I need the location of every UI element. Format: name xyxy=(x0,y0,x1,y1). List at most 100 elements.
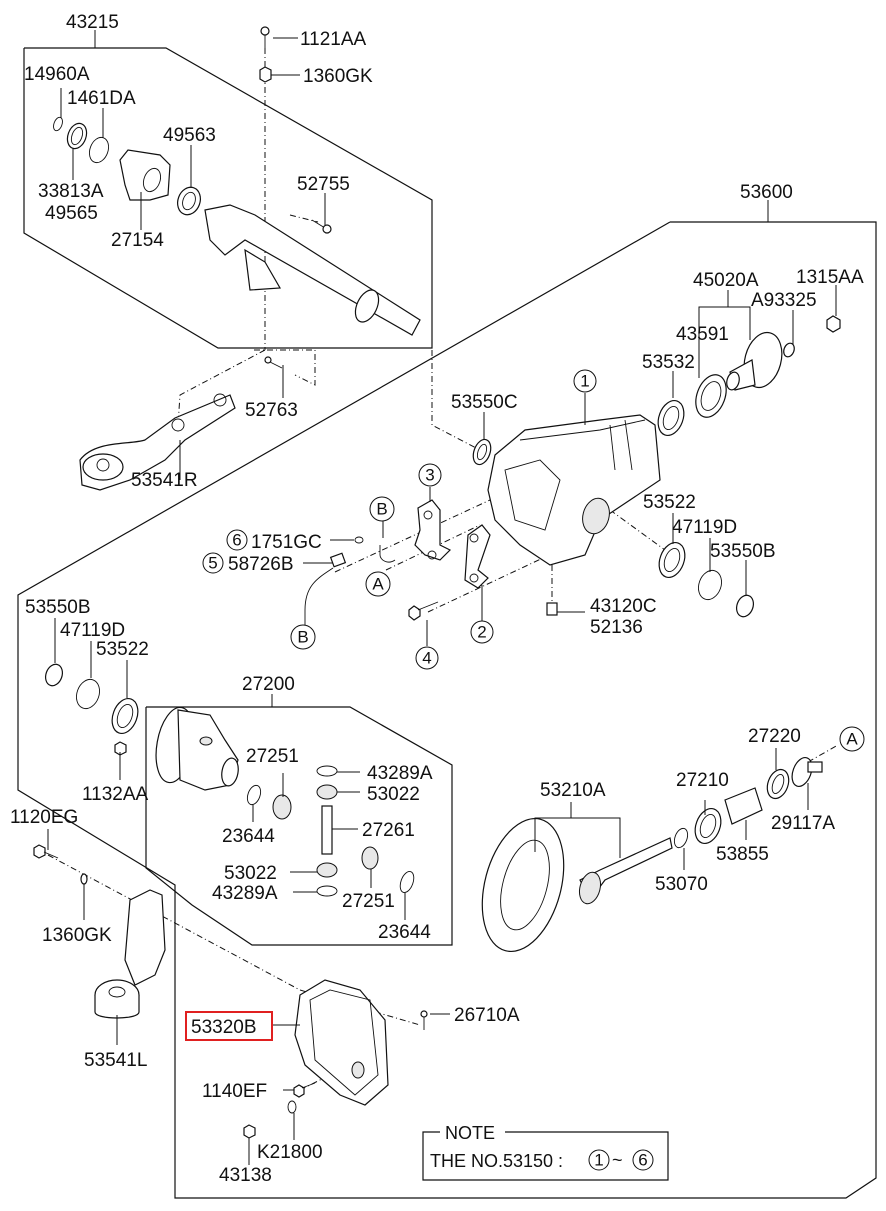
label-43289A-b[interactable]: 43289A xyxy=(212,883,278,904)
label-1140EF[interactable]: 1140EF xyxy=(202,1081,267,1102)
breather-58726B[interactable] xyxy=(304,552,347,625)
side-gear-27251-b[interactable] xyxy=(361,846,379,870)
ref-marker-2[interactable]: 2 xyxy=(470,620,494,644)
label-53550B-right[interactable]: 53550B xyxy=(710,541,776,562)
oil-seal-33813A[interactable] xyxy=(64,121,90,152)
label-43120C[interactable]: 43120C xyxy=(590,596,657,617)
label-43289A-a[interactable]: 43289A xyxy=(367,763,433,784)
hose-B[interactable] xyxy=(379,545,396,563)
bearing-49563[interactable] xyxy=(174,184,204,218)
ref-marker-B-top[interactable]: B xyxy=(369,496,395,522)
group-label-27200[interactable]: 27200 xyxy=(242,674,295,695)
housing-27154[interactable] xyxy=(119,149,171,201)
label-1132AA[interactable]: 1132AA xyxy=(82,784,149,805)
label-27210[interactable]: 27210 xyxy=(676,770,729,791)
bearing-cap-3[interactable] xyxy=(414,499,452,561)
deflector-43591[interactable] xyxy=(690,371,731,422)
label-K21800[interactable]: K21800 xyxy=(257,1142,323,1163)
nut-43138[interactable] xyxy=(243,1124,256,1139)
bolt-4[interactable] xyxy=(408,601,439,621)
snap-ring-14960A[interactable] xyxy=(52,116,64,132)
bolt-1140EF[interactable] xyxy=(293,1082,316,1098)
label-49563[interactable]: 49563 xyxy=(163,125,216,146)
group-label-43215[interactable]: 43215 xyxy=(66,12,119,33)
label-1121AA[interactable]: 1121AA xyxy=(300,29,367,50)
label-43591[interactable]: 43591 xyxy=(676,324,729,345)
ring-pinion-gear-53210A[interactable] xyxy=(469,809,673,960)
label-52763[interactable]: 52763 xyxy=(245,400,298,421)
ref-marker-B-bottom[interactable]: B xyxy=(290,624,316,650)
label-27220[interactable]: 27220 xyxy=(748,726,801,747)
label-53022-a[interactable]: 53022 xyxy=(367,784,420,805)
label-58726B[interactable]: 58726B xyxy=(228,554,294,575)
label-53550B-left[interactable]: 53550B xyxy=(25,597,91,618)
carrier-housing-1[interactable] xyxy=(487,414,661,566)
label-1751GC[interactable]: 1751GC xyxy=(251,532,322,553)
plug-43120C[interactable] xyxy=(546,602,558,616)
oil-seal-53550B-left[interactable] xyxy=(43,662,66,688)
bolt-1121AA[interactable] xyxy=(260,26,270,48)
companion-flange-45020A[interactable] xyxy=(725,328,788,391)
nut-1360GK-bottom[interactable] xyxy=(80,873,88,885)
label-27154[interactable]: 27154 xyxy=(111,230,164,251)
nut-1360GK-top[interactable] xyxy=(259,66,272,83)
bolt-52763[interactable] xyxy=(264,356,283,369)
oil-seal-53550B-right[interactable] xyxy=(734,593,757,619)
mount-arm-53541R[interactable] xyxy=(79,393,236,491)
o-ring-47119D-left[interactable] xyxy=(73,676,104,712)
label-53522-right[interactable]: 53522 xyxy=(643,492,696,513)
nut-1315AA[interactable] xyxy=(826,315,841,333)
bearing-27210[interactable] xyxy=(691,805,726,847)
bolt-1120EG[interactable] xyxy=(33,844,59,859)
ref-marker-6[interactable]: 6 xyxy=(226,529,248,551)
group-label-53600[interactable]: 53600 xyxy=(740,182,793,203)
label-23644-b[interactable]: 23644 xyxy=(378,922,431,943)
label-43138[interactable]: 43138 xyxy=(219,1165,272,1186)
ref-marker-3[interactable]: 3 xyxy=(418,463,442,487)
collapsible-spacer-53855[interactable] xyxy=(724,787,763,825)
label-53022-b[interactable]: 53022 xyxy=(224,863,277,884)
label-53070[interactable]: 53070 xyxy=(655,874,708,895)
washer-K21800[interactable] xyxy=(287,1100,297,1114)
label-26710A[interactable]: 26710A xyxy=(454,1005,520,1026)
rear-cover-53320B[interactable] xyxy=(294,979,389,1106)
label-27251-b[interactable]: 27251 xyxy=(342,891,395,912)
washer-A93325[interactable] xyxy=(782,342,796,359)
label-53541R[interactable]: 53541R xyxy=(131,470,198,491)
ref-marker-4[interactable]: 4 xyxy=(415,646,439,670)
label-23644-a[interactable]: 23644 xyxy=(222,826,275,847)
shim-29117A[interactable] xyxy=(788,755,823,789)
label-33813A[interactable]: 33813A xyxy=(38,181,104,202)
oil-seal-53550C[interactable] xyxy=(470,437,494,467)
label-14960A[interactable]: 14960A xyxy=(24,64,90,85)
label-47119D-right[interactable]: 47119D xyxy=(672,517,737,538)
thrust-washer-23644-b[interactable] xyxy=(398,870,417,895)
ref-marker-A-right[interactable]: A xyxy=(839,726,865,752)
ref-marker-5[interactable]: 5 xyxy=(202,552,224,574)
bearing-cap-2[interactable] xyxy=(464,524,491,589)
label-1360GK-top[interactable]: 1360GK xyxy=(303,66,373,87)
label-1315AA[interactable]: 1315AA xyxy=(796,267,864,288)
oil-seal-53522-right[interactable] xyxy=(655,539,690,581)
pinion-gear-53022-b[interactable] xyxy=(316,862,338,878)
label-49565[interactable]: 49565 xyxy=(45,203,98,224)
o-ring-47119D-right[interactable] xyxy=(695,567,726,603)
differential-case[interactable] xyxy=(151,704,241,791)
bolt-52755[interactable] xyxy=(311,219,332,234)
bolt-26710A[interactable] xyxy=(420,1010,428,1030)
thrust-washer-23644-a[interactable] xyxy=(245,784,263,807)
label-53320B[interactable]: 53320B xyxy=(191,1017,257,1038)
label-45020A[interactable]: 45020A xyxy=(693,270,759,291)
label-53550C[interactable]: 53550C xyxy=(451,392,518,413)
washer-43289A-b[interactable] xyxy=(316,885,338,897)
label-29117A[interactable]: 29117A xyxy=(771,813,835,834)
shaft-tube[interactable] xyxy=(204,204,421,336)
label-A93325[interactable]: A93325 xyxy=(751,290,817,311)
label-53532[interactable]: 53532 xyxy=(642,352,695,373)
label-1461DA[interactable]: 1461DA xyxy=(67,88,136,109)
label-52755[interactable]: 52755 xyxy=(297,174,350,195)
label-47119D-left[interactable]: 47119D xyxy=(60,620,125,641)
mount-bracket-53541L[interactable] xyxy=(94,889,166,1019)
label-53522-left[interactable]: 53522 xyxy=(96,639,149,660)
label-27261[interactable]: 27261 xyxy=(362,820,415,841)
